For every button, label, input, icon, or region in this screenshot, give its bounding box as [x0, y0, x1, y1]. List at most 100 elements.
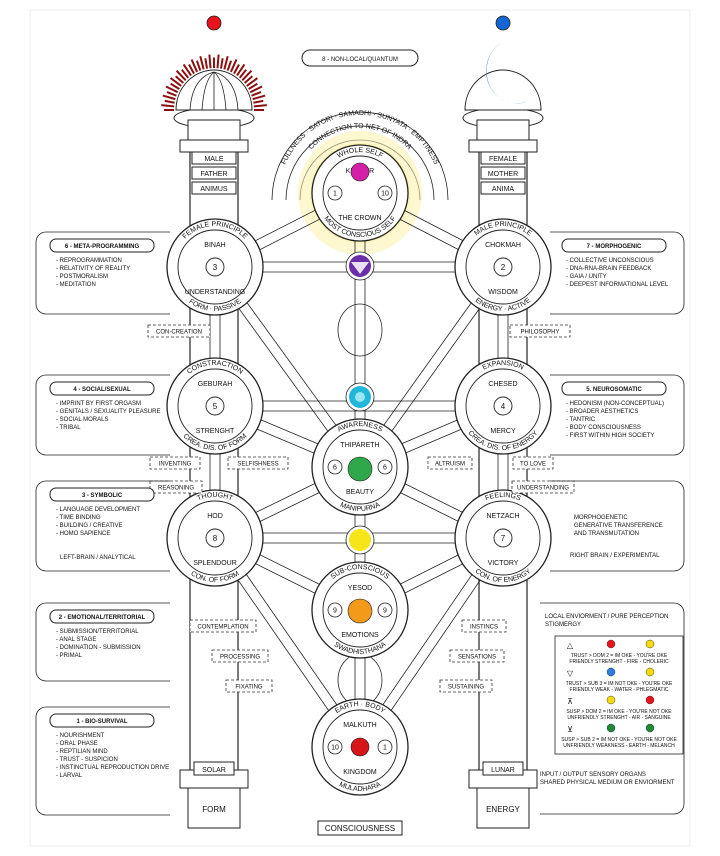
legend-line-2: UNFRIENDLY WEAKNESS - EARTH - MELANCH — [563, 743, 675, 749]
right-panel-2: 5. NEUROSOMATIC- HEDONISM (NON-CONCEPTUA… — [550, 374, 685, 456]
legend-line-2: FRIENDLY STRENGHT - FIRE - CHOLERIC — [569, 659, 669, 665]
left-panel-title: 4 - SOCIAL/SEXUAL — [73, 387, 131, 393]
kether-number-left: 1 — [333, 191, 337, 198]
chesed-subtitle: MERCY — [490, 428, 516, 435]
malkuth-subtitle: KINGDOM — [343, 769, 377, 776]
svg-text:CON-CREATION: CON-CREATION — [156, 330, 202, 336]
left-panel-item: - INSTINCTUAL REPRODUCTION DRIVE — [56, 765, 169, 771]
left-panel-item: - TIME BINDING — [56, 515, 101, 521]
tiphareth-subtitle: BEAUTY — [346, 489, 374, 496]
netzach-name: NETZACH — [486, 513, 519, 520]
legend-row-3: ⊼SUSP > DOM 2 = IM OKE - YOU'RE NOT OKEU… — [566, 695, 672, 721]
path-label-processing: PROCESSING — [211, 649, 269, 663]
left-panel-2: 4 - SOCIAL/SEXUAL - IMPRINT BY FIRST ORGA… — [35, 374, 170, 456]
left-panel-item: - ANAL STAGE — [56, 637, 96, 643]
right-pillar — [462, 107, 544, 829]
yesod-number-left: 9 — [333, 608, 337, 615]
geburah-name: GEBURAH — [198, 381, 233, 388]
left-panels: 6 - META-PROGRAMMING - REPROGRAMMATION - R… — [35, 231, 170, 816]
malkuth-number-right: 1 — [383, 745, 387, 752]
left-panel-item: - TRIBAL — [56, 425, 81, 431]
right-panel-item: - DEEPEST INFORMATIONAL LEVEL — [566, 282, 669, 288]
left-panel-item: - POSTMORALISM — [56, 274, 108, 280]
left-panel-footer: LEFT-BRAIN / ANALYTICAL — [60, 555, 136, 561]
left-panel-1: 6 - META-PROGRAMMING - REPROGRAMMATION - R… — [35, 231, 170, 315]
right-panel-item: - DNA-RNA-BRAIN FEEDBACK — [566, 266, 651, 272]
pillar-label-father: FATHER — [200, 171, 227, 178]
binah-subtitle: UNDERSTANDING — [185, 289, 246, 296]
right-panel-item: - GAIA / UNITY — [566, 274, 607, 280]
left-panel-5: 1 - BIO-SURVIVAL- NOURISHMENT- ORAL PHAS… — [35, 706, 170, 816]
yesod-subtitle: EMOTIONS — [341, 632, 379, 639]
chokmah-subtitle: WISDOM — [488, 289, 518, 296]
svg-text:PROCESSING: PROCESSING — [220, 655, 260, 661]
element-symbol-icon: ⊼ — [567, 697, 573, 706]
left-panel-item: - REPROGRAMMATION — [56, 258, 122, 264]
element-symbol-icon: ▽ — [567, 669, 574, 678]
path-label-fixating: FIXATING — [225, 679, 273, 693]
heart-chakra-icon — [347, 456, 373, 482]
third-eye-chakra-icon — [345, 251, 375, 281]
path-label-instincs: INSTINCS — [461, 619, 507, 633]
temperament-legend: LOCAL ENVIORMENT / PURE PERCEPTIONSTIGME… — [540, 602, 685, 815]
svg-text:UNDERSTANDING: UNDERSTANDING — [517, 486, 569, 492]
right-panel-item: - TANTRIC — [566, 417, 596, 423]
path-label-contemplation: CONTEMPLATION — [189, 619, 257, 633]
pillar-label-mother: MOTHER — [488, 171, 518, 178]
solar-plexus-chakra-icon — [345, 525, 375, 555]
throat-chakra-icon — [345, 382, 375, 412]
legend-line-1: TRUST > DOM 2 = IM OKE - YOU'RE OKE — [571, 653, 668, 659]
kether-subtitle: THE CROWN — [338, 215, 381, 222]
left-panel-item: - HOMO SAPIENCE — [56, 531, 110, 537]
left-panel-item: - DOMINATION - SUBMISSION — [56, 645, 141, 651]
geburah-subtitle: STRENGHT — [196, 428, 235, 435]
legend-heading-2: STIGMERGY — [545, 622, 581, 628]
right-panel-title: 7 - MORPHOGENIC — [587, 244, 642, 250]
malkuth-name: MALKUTH — [343, 722, 376, 729]
left-panel-title: 2 - EMOTIONAL/TERRITORIAL — [59, 615, 146, 621]
left-panel-title: 3 - SYMBOLIC — [82, 493, 123, 499]
legend-line-2: UNFRIENDLY STRENGHT - AIR - SANGUINE — [567, 715, 671, 721]
left-panel-title: 6 - META-PROGRAMMING — [65, 244, 140, 250]
svg-text:CONTEMPLATION: CONTEMPLATION — [197, 625, 248, 631]
svg-text:PHILOSOPHY: PHILOSOPHY — [520, 330, 559, 336]
legend-footer-2: SHARED PHYSICAL MEDIUM OR ENVIORMENT — [540, 780, 675, 786]
legend-line-1: TRUST > SUB 3 = IM NOT OKE - YOU'RE OKE — [566, 681, 673, 687]
right-panel-item: - BODY CONSCIOUSNESS — [566, 425, 641, 431]
path-label-reasoning: REASONING — [149, 480, 203, 494]
netzach-top-text: FEELINGS — [484, 492, 522, 503]
legend-line-1: SUSP > SUB 2 = IM NOT OKE - YOU'RE NOT O… — [561, 737, 677, 743]
sacral-chakra-icon — [347, 598, 373, 624]
netzach-subtitle: VICTORY — [488, 560, 519, 567]
yesod-name: YESOD — [348, 585, 373, 592]
energy-label: ENERGY — [486, 805, 520, 814]
chesed-name: CHESED — [488, 381, 517, 388]
path-label-selfishness: SELFISHNESS — [227, 456, 289, 470]
legend-row-2: ▽ TRUST > SUB 3 = IM NOT OKE - YOU'RE OKE… — [566, 667, 673, 693]
legend-row-4: ⊻SUSP > SUB 2 = IM NOT OKE - YOU'RE NOT … — [561, 723, 677, 749]
left-panel-3: 3 - SYMBOLIC - LANGUAGE DEVELOPMENT - TIME… — [35, 480, 170, 572]
svg-text:TO LOVE: TO LOVE — [520, 462, 546, 468]
right-panel-item: - HEDONISM (NON-CONCEPTUAL) — [566, 401, 664, 407]
svg-text:SUSTAINING: SUSTAINING — [448, 685, 485, 691]
left-panel-title: 1 - BIO-SURVIVAL — [76, 719, 127, 725]
legend-footer: INPUT / OUTPUT SENSORY ORGANS — [540, 772, 646, 778]
pillar-label-male: MALE — [204, 156, 223, 163]
svg-text:FIXATING: FIXATING — [235, 685, 263, 691]
left-panel-item: - IMPRINT BY FIRST ORGASM — [56, 401, 141, 407]
right-panel-item: RIGHT BRAIN / EXPERIMENTAL — [570, 553, 660, 559]
left-panel-item: - LANGUAGE DEVELOPMENT — [56, 507, 140, 513]
solar-label: SOLAR — [202, 767, 226, 774]
lunar-label: LUNAR — [491, 767, 515, 774]
netzach-number: 7 — [501, 534, 506, 543]
tiphareth-number-left: 6 — [333, 465, 337, 472]
binah-name: BINAH — [204, 242, 225, 249]
form-label: FORM — [202, 805, 226, 814]
left-panel-item: - RELATIVITY OF REALITY — [56, 266, 130, 272]
tiphareth-bottom-text: MANIPURNA — [339, 501, 381, 513]
left-panel-item: - REPTILIAN MIND — [56, 749, 108, 755]
svg-text:INVENTING: INVENTING — [159, 462, 192, 468]
